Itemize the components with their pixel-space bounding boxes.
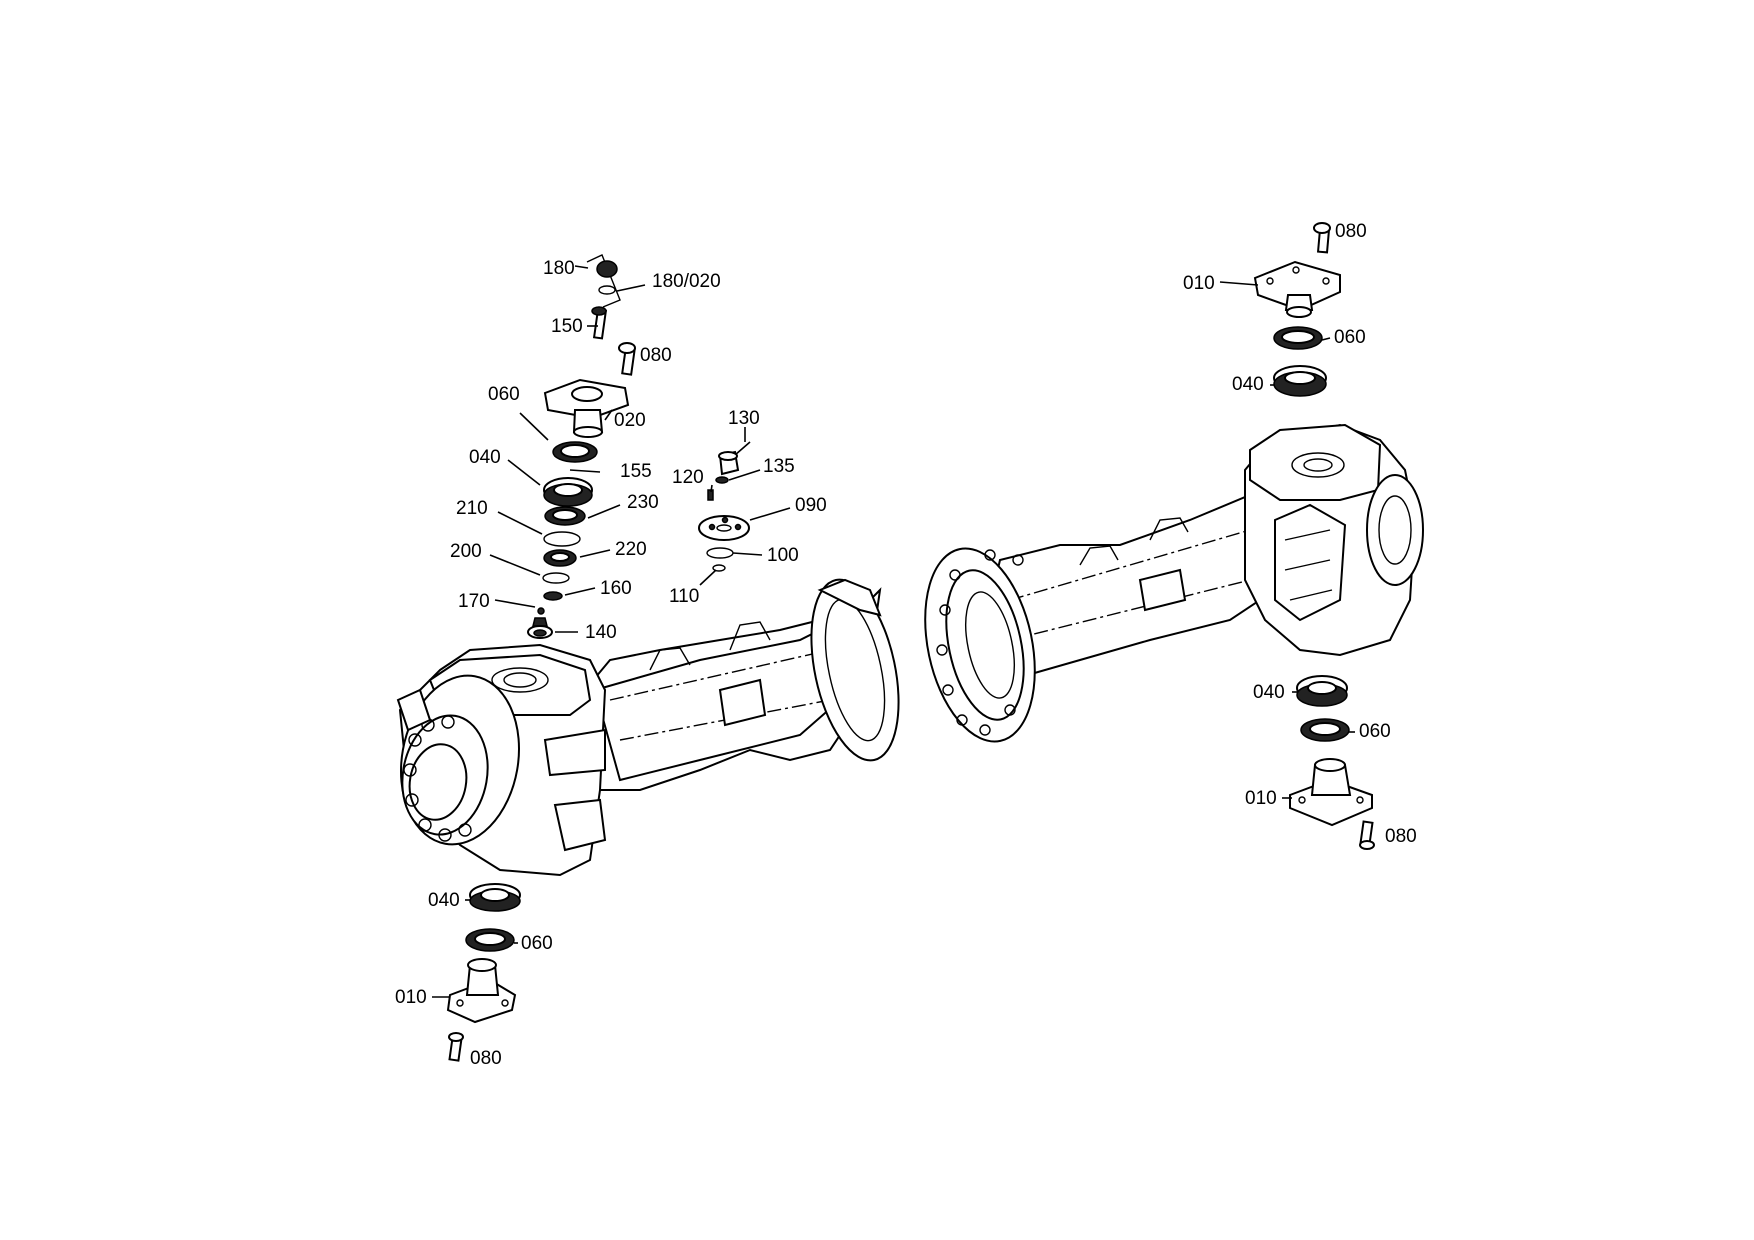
left-upper-parts bbox=[527, 254, 636, 639]
label-100: 100 bbox=[767, 545, 799, 566]
label-180: 180 bbox=[543, 258, 575, 279]
label-135: 135 bbox=[763, 456, 795, 477]
label-220: 220 bbox=[615, 539, 647, 560]
label-060-upper-left: 060 bbox=[488, 384, 520, 405]
label-040-lower-left: 040 bbox=[428, 890, 460, 911]
label-060-lower-left: 060 bbox=[521, 933, 553, 954]
label-200: 200 bbox=[450, 541, 482, 562]
right-upper-parts bbox=[1253, 222, 1341, 397]
label-080-lower-left: 080 bbox=[470, 1048, 502, 1069]
label-010-lower-right: 010 bbox=[1245, 788, 1277, 809]
label-040-upper-right: 040 bbox=[1232, 374, 1264, 395]
label-110: 110 bbox=[669, 586, 699, 607]
label-210: 210 bbox=[456, 498, 488, 519]
label-080-lower-right: 080 bbox=[1385, 826, 1417, 847]
center-parts bbox=[698, 441, 751, 572]
label-160: 160 bbox=[600, 578, 632, 599]
label-180-020: 180/020 bbox=[652, 271, 721, 292]
label-155: 155 bbox=[620, 461, 652, 482]
label-080-upper-left: 080 bbox=[640, 345, 672, 366]
label-040-upper-left: 040 bbox=[469, 447, 501, 468]
label-170: 170 bbox=[458, 591, 490, 612]
left-axle-housing bbox=[396, 578, 900, 877]
leader-lines bbox=[432, 265, 1355, 998]
right-lower-parts bbox=[1289, 675, 1375, 850]
label-080-upper-right: 080 bbox=[1335, 221, 1367, 242]
label-060-lower-right: 060 bbox=[1359, 721, 1391, 742]
label-120: 120 bbox=[672, 467, 704, 488]
label-130: 130 bbox=[728, 408, 760, 429]
label-140: 140 bbox=[585, 622, 617, 643]
label-150: 150 bbox=[551, 316, 583, 337]
label-060-upper-right: 060 bbox=[1334, 327, 1366, 348]
label-230: 230 bbox=[627, 492, 659, 513]
label-040-lower-right: 040 bbox=[1253, 682, 1285, 703]
left-lower-parts bbox=[446, 883, 521, 1062]
label-010-lower-left: 010 bbox=[395, 987, 427, 1008]
label-010-upper-right: 010 bbox=[1183, 273, 1215, 294]
label-090: 090 bbox=[795, 495, 827, 516]
label-020: 020 bbox=[614, 410, 646, 431]
part-labels: 180 180/020 150 080 060 020 040 155 210 … bbox=[395, 221, 1417, 1069]
right-axle-housing bbox=[924, 423, 1424, 743]
